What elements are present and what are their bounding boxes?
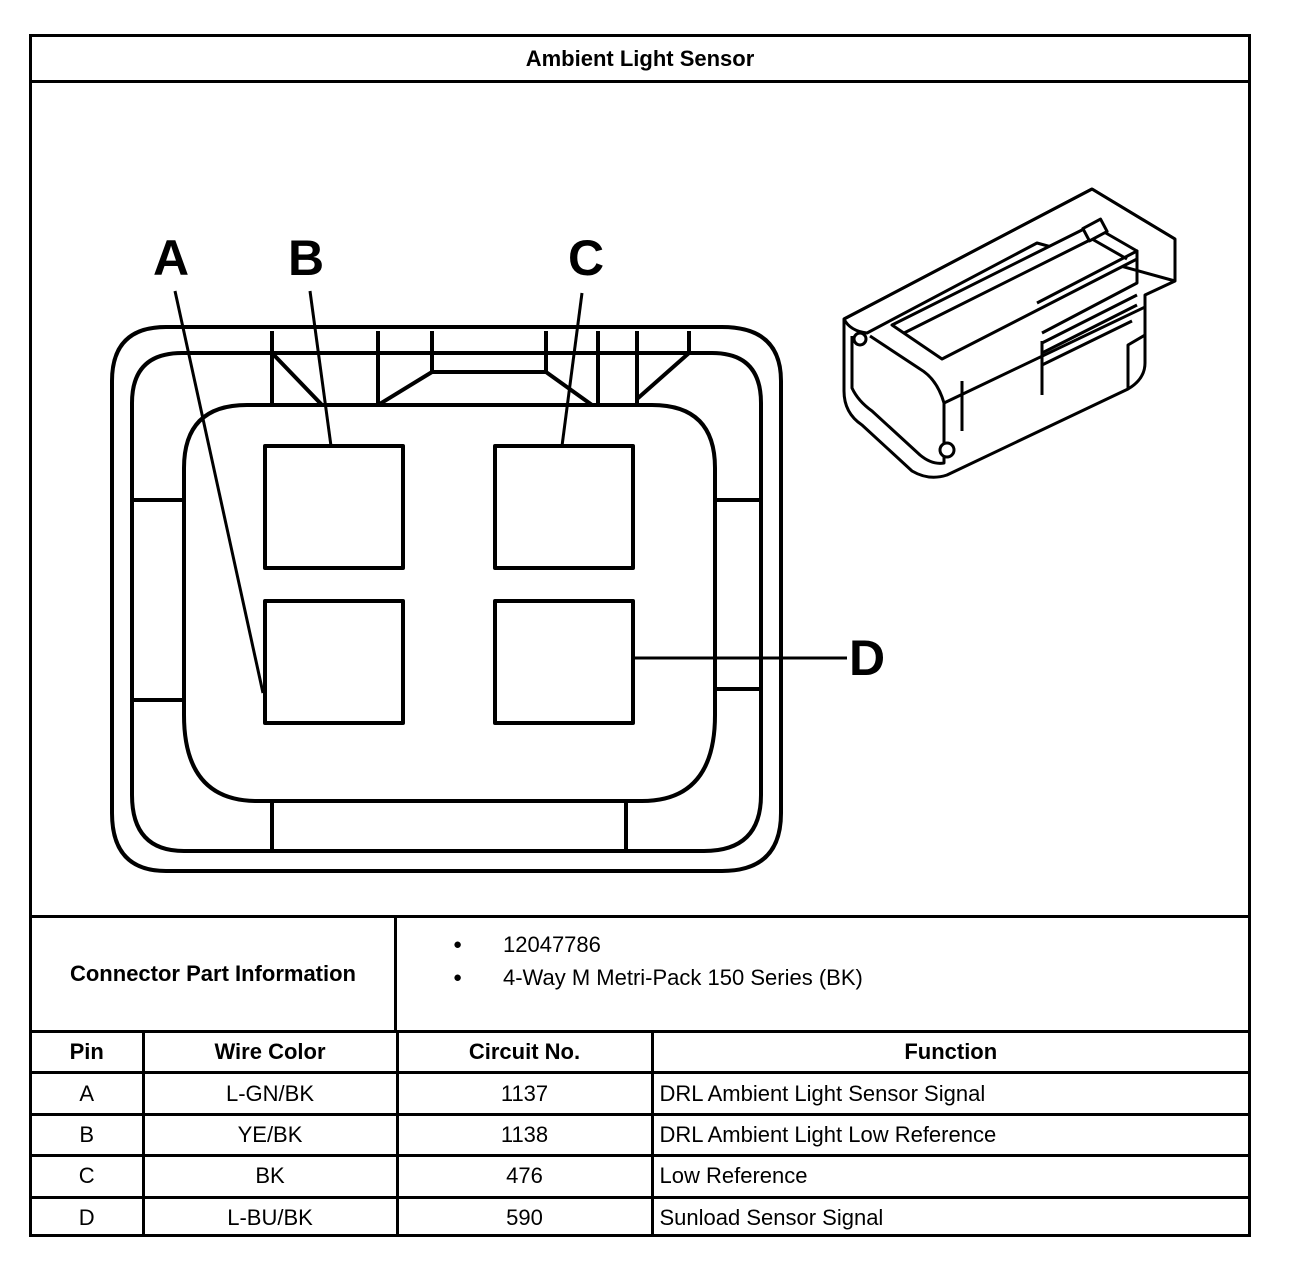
cell-circuit-no: 590 — [395, 1195, 654, 1237]
left-ribs — [132, 498, 184, 702]
table-row: C BK 476 Low Reference — [32, 1154, 1248, 1199]
connector-sheet: Ambient Light Sensor — [29, 34, 1251, 1237]
top-latch — [270, 331, 594, 407]
pin-cavity-c — [493, 444, 635, 570]
connector-part-info: Connector Part Information 12047786 4-Wa… — [32, 915, 1248, 1033]
pin-cavity-a — [263, 599, 405, 725]
connector-face-drawing: A B C D — [110, 187, 1177, 873]
cell-circuit-no: 476 — [395, 1154, 654, 1199]
cell-circuit-no: 1138 — [395, 1112, 654, 1158]
pin-table: Pin Wire Color Circuit No. Function A L-… — [32, 1033, 1248, 1237]
leader-a — [173, 290, 265, 694]
header-function: Function — [650, 1033, 1248, 1075]
table-row: D L-BU/BK 590 Sunload Sensor Signal — [32, 1195, 1248, 1237]
cell-function: Sunload Sensor Signal — [650, 1195, 1248, 1237]
sheet-title: Ambient Light Sensor — [32, 37, 1248, 83]
housing-outer — [110, 325, 783, 873]
connector-part-info-label: Connector Part Information — [32, 918, 397, 1030]
pin-label-d: D — [849, 630, 885, 686]
table-row: A L-GN/BK 1137 DRL Ambient Light Sensor … — [32, 1071, 1248, 1116]
cell-function: DRL Ambient Light Sensor Signal — [650, 1071, 1248, 1116]
table-row: B YE/BK 1138 DRL Ambient Light Low Refer… — [32, 1112, 1248, 1158]
cell-pin: A — [32, 1071, 145, 1116]
cell-pin: C — [32, 1154, 145, 1199]
header-wire-color: Wire Color — [141, 1033, 399, 1075]
connector-part-info-list: 12047786 4-Way M Metri-Pack 150 Series (… — [397, 918, 1248, 1030]
pin-table-header: Pin Wire Color Circuit No. Function — [32, 1033, 1248, 1075]
pin-cavity-b — [263, 444, 405, 570]
pin-label-b: B — [288, 230, 324, 286]
pin-label-a: A — [153, 230, 189, 286]
right-ribs — [715, 498, 761, 691]
bottom-rib — [270, 801, 628, 851]
cell-wire-color: YE/BK — [141, 1112, 399, 1158]
connector-series: 4-Way M Metri-Pack 150 Series (BK) — [453, 961, 1248, 994]
cavity-outline — [182, 403, 717, 803]
part-number: 12047786 — [453, 928, 1248, 961]
cell-circuit-no: 1137 — [395, 1071, 654, 1116]
pin-cavity-d — [493, 599, 635, 725]
header-pin: Pin — [32, 1033, 145, 1075]
pin-label-c: C — [568, 230, 604, 286]
header-circuit-no: Circuit No. — [395, 1033, 654, 1075]
cell-wire-color: L-BU/BK — [141, 1195, 399, 1237]
housing-inner — [130, 351, 763, 853]
cell-function: Low Reference — [650, 1154, 1248, 1199]
cell-wire-color: BK — [141, 1154, 399, 1199]
top-rib-right — [596, 331, 691, 405]
cell-pin: B — [32, 1112, 145, 1158]
cell-pin: D — [32, 1195, 145, 1237]
cell-function: DRL Ambient Light Low Reference — [650, 1112, 1248, 1158]
connector-3d-illustration — [842, 187, 1177, 479]
cell-wire-color: L-GN/BK — [141, 1071, 399, 1116]
leader-c — [560, 292, 584, 447]
leader-b — [308, 290, 333, 447]
connector-diagram: A B C D — [32, 83, 1248, 915]
